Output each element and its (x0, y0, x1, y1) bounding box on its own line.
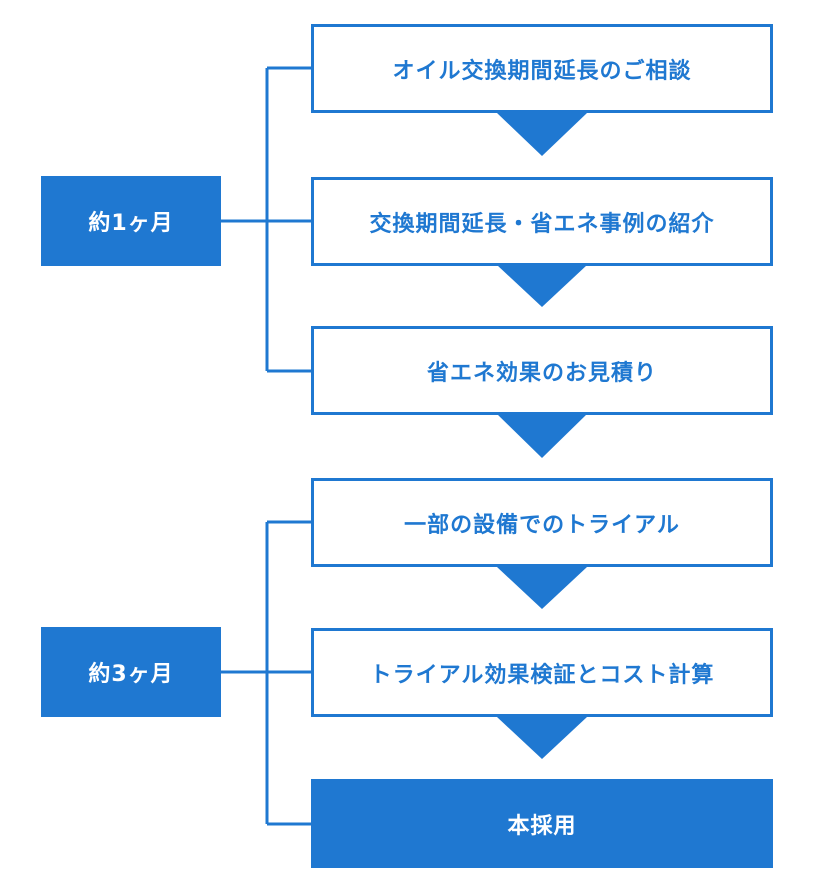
down-arrow-icon (497, 717, 587, 759)
step-box-final: 本採用 (311, 779, 773, 868)
step-box-5: トライアル効果検証とコスト計算 (311, 628, 773, 717)
down-arrow-icon (497, 265, 587, 307)
down-arrow-icon (497, 567, 587, 609)
down-arrow-icon (497, 414, 587, 458)
phase-1-bracket (221, 66, 311, 373)
phase-2-bracket (221, 520, 311, 826)
step-box-3: 省エネ効果のお見積り (311, 326, 773, 415)
step-box-4: 一部の設備でのトライアル (311, 478, 773, 567)
step-box-1: オイル交換期間延長のご相談 (311, 24, 773, 113)
phase-label-1: 約1ヶ月 (41, 176, 221, 266)
phase-label-2: 約3ヶ月 (41, 627, 221, 717)
down-arrow-icon (497, 113, 587, 156)
step-box-2: 交換期間延長・省エネ事例の紹介 (311, 177, 773, 266)
